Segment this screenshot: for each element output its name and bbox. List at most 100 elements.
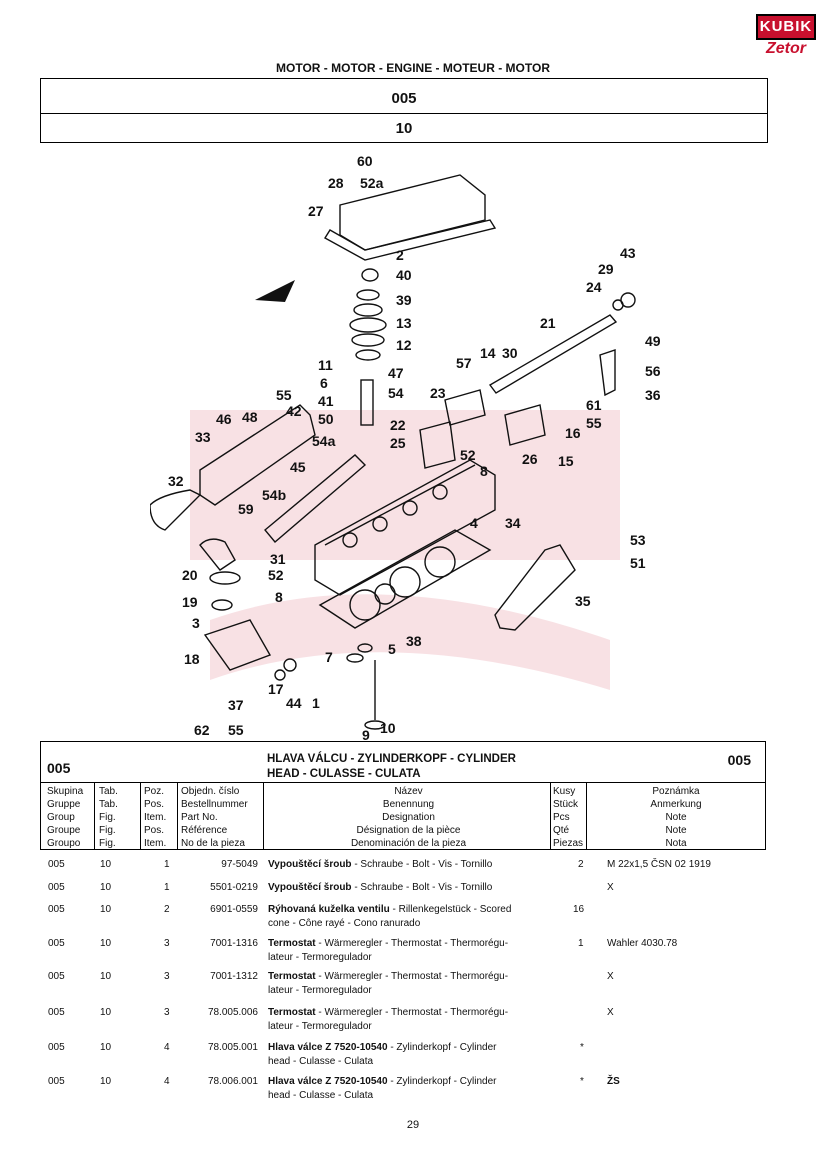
callout: 56: [645, 363, 661, 379]
callout: 45: [290, 459, 306, 475]
cell-text: 7001-1316: [210, 938, 258, 949]
callout: 50: [318, 411, 334, 427]
cell-text: Note: [665, 825, 687, 836]
callout: 54: [388, 385, 404, 401]
col-tab: Tab.Tab.Fig.Fig.Fig.: [99, 785, 118, 850]
callout: 28: [328, 175, 344, 191]
cell-text: 2: [164, 904, 170, 915]
cell-text: 7001-1312: [210, 971, 258, 982]
cell-text: 005: [48, 938, 65, 949]
cell-text: Termostat: [268, 971, 316, 982]
callout: 8: [480, 463, 488, 479]
cell-text: 005: [48, 859, 65, 870]
callout: 59: [238, 501, 254, 517]
cell-text: Piezas: [553, 838, 584, 849]
cell-text: X: [607, 971, 614, 982]
cell-text: 78.005.001: [207, 1042, 258, 1053]
cell-text: 6901-0559: [210, 904, 258, 915]
logo-zetor-text: Zetor: [766, 40, 806, 57]
cell-text: 005: [48, 1007, 65, 1018]
cell-text: - Wärmeregler - Thermostat - Thermorégu-: [315, 971, 509, 982]
cell-text: Pos.: [144, 799, 165, 810]
cell-text: 10: [100, 1076, 112, 1087]
cell-text: Désignation de la pièce: [356, 825, 461, 836]
cell-text: - Schraube - Bolt - Vis - Tornillo: [351, 882, 493, 893]
callout: 12: [396, 337, 412, 353]
cell-text: Skupina: [47, 786, 84, 797]
kubik-zetor-logo: KUBIK Zetor: [756, 14, 816, 64]
callout: 39: [396, 292, 412, 308]
cell-text: - Zylinderkopf - Cylinder: [387, 1076, 497, 1087]
cell-text: Termostat: [268, 1007, 316, 1018]
callout: 8: [275, 589, 283, 605]
cell-text: 10: [100, 971, 112, 982]
cell-text: - Wärmeregler - Thermostat - Thermorégu-: [315, 1007, 509, 1018]
cell-text: 3: [164, 938, 170, 949]
cell-text: Bestellnummer: [181, 799, 248, 810]
cell-text: 5501-0219: [210, 882, 258, 893]
cell-text: Part No.: [181, 812, 218, 823]
cell-text: Gruppe: [47, 799, 81, 810]
cell-text: 005: [48, 882, 65, 893]
cell-text: - Wärmeregler - Thermostat - Thermorégu-: [315, 938, 509, 949]
callout: 22: [390, 417, 406, 433]
cell-text: head - Culasse - Culata: [268, 1056, 374, 1067]
cell-text: Tab.: [99, 799, 118, 810]
cell-text: Vypouštěcí šroub: [268, 859, 352, 870]
cell-text: *: [580, 1076, 584, 1087]
cell-text: Qté: [553, 825, 570, 836]
cell-text: Název: [394, 786, 423, 797]
callout: 4: [470, 515, 478, 531]
cell-text: 10: [100, 882, 112, 893]
cell-text: Nota: [665, 838, 687, 849]
cell-text: Tab.: [99, 786, 118, 797]
cell-text: Hlava válce Z 7520-10540: [268, 1076, 388, 1087]
cell-text: head - Culasse - Culata: [268, 1090, 374, 1101]
cell-text: Stück: [553, 799, 579, 810]
page-title: MOTOR - MOTOR - ENGINE - MOTEUR - MOTOR: [276, 61, 550, 75]
cell-text: lateur - Termoregulador: [268, 952, 372, 963]
cell-text: No de la pieza: [181, 838, 245, 849]
callout: 43: [620, 245, 636, 261]
callout: 41: [318, 393, 334, 409]
direction-arrow-icon: [255, 280, 295, 302]
cell-text: Kusy: [553, 786, 576, 797]
section-header: 005 HLAVA VÁLCU - ZYLINDERKOPF - CYLINDE…: [40, 741, 766, 783]
callout: 17: [268, 681, 284, 697]
callout: 27: [308, 203, 324, 219]
callout: 19: [182, 594, 198, 610]
callout: 52a: [360, 175, 384, 191]
callout: 11: [318, 357, 333, 373]
callout: 57: [456, 355, 472, 371]
cell-text: 3: [164, 971, 170, 982]
cell-text: *: [580, 1042, 584, 1053]
cell-text: 005: [48, 904, 65, 915]
callout: 15: [558, 453, 574, 469]
cell-text: 4: [164, 1076, 170, 1087]
cell-text: Groupe: [47, 825, 81, 836]
cell-text: Item.: [144, 812, 167, 823]
cell-text: 16: [573, 904, 585, 915]
callout: 44: [286, 695, 302, 711]
callout: 25: [390, 435, 406, 451]
cell-text: Poz.: [144, 786, 165, 797]
cell-text: 10: [100, 938, 112, 949]
cell-text: 2: [578, 859, 584, 870]
cell-text: Anmerkung: [650, 799, 702, 810]
callout: 62: [194, 722, 210, 738]
cell-text: Group: [47, 812, 75, 823]
section-title-line2: HEAD - CULASSE - CULATA: [267, 768, 421, 780]
cell-text: X: [607, 1007, 614, 1018]
zetor-watermark: [190, 410, 620, 690]
cell-text: Wahler 4030.78: [607, 938, 678, 949]
cell-text: Fig.: [99, 812, 116, 823]
callout: 31: [270, 551, 286, 567]
cell-text: Groupo: [47, 838, 81, 849]
callout: 60: [357, 153, 373, 169]
group-code: 005: [391, 90, 417, 107]
callout: 20: [182, 567, 198, 583]
callout: 51: [630, 555, 646, 571]
